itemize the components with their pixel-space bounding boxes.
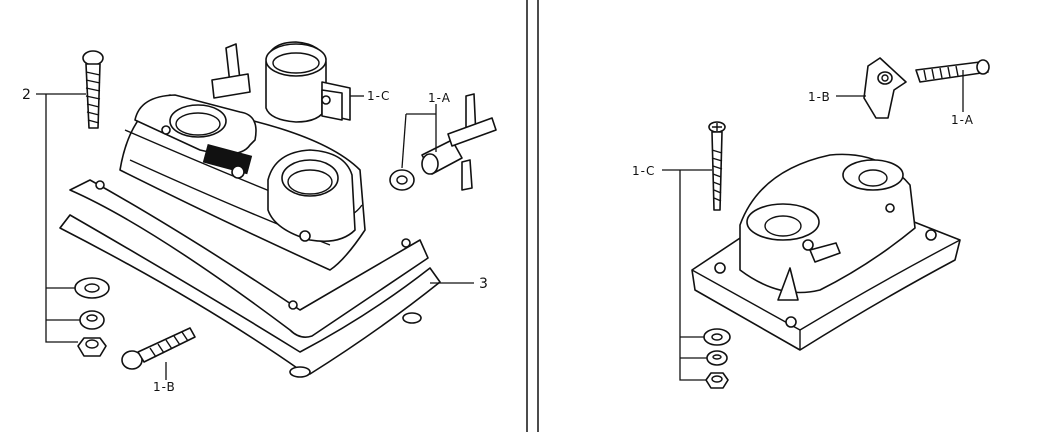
right-screw-1a xyxy=(915,59,990,83)
washer-stack-left xyxy=(74,277,110,357)
callout-2: 2 xyxy=(22,87,32,103)
leader-lines-left xyxy=(36,93,474,380)
left-assembly: 2 3 1-A 1-B 1-C xyxy=(22,41,497,394)
callout-1a-left: 1-A xyxy=(428,91,451,105)
right-tower xyxy=(739,153,916,301)
housing xyxy=(119,94,366,271)
callout-1b-left: 1-B xyxy=(153,380,176,394)
t-handle-top xyxy=(211,43,251,99)
leader-lines-right xyxy=(662,70,964,381)
wing-screw-1a xyxy=(389,93,497,191)
washer-stack-right xyxy=(703,328,731,389)
screw-2 xyxy=(82,50,104,129)
panel-divider xyxy=(526,0,539,432)
callout-1c-left: 1-C xyxy=(367,89,390,103)
callout-1c-right: 1-C xyxy=(632,164,655,178)
callout-1b-right: 1-B xyxy=(808,90,831,104)
right-assembly: 1-B 1-A 1-C xyxy=(632,57,990,389)
clamp-1c xyxy=(265,41,351,123)
base-plate xyxy=(59,179,441,378)
callout-1a-right: 1-A xyxy=(951,113,974,127)
right-bolt-1c xyxy=(708,121,726,211)
callout-3: 3 xyxy=(479,276,489,292)
right-bracket-1b xyxy=(863,57,907,119)
screw-1b xyxy=(121,327,196,370)
